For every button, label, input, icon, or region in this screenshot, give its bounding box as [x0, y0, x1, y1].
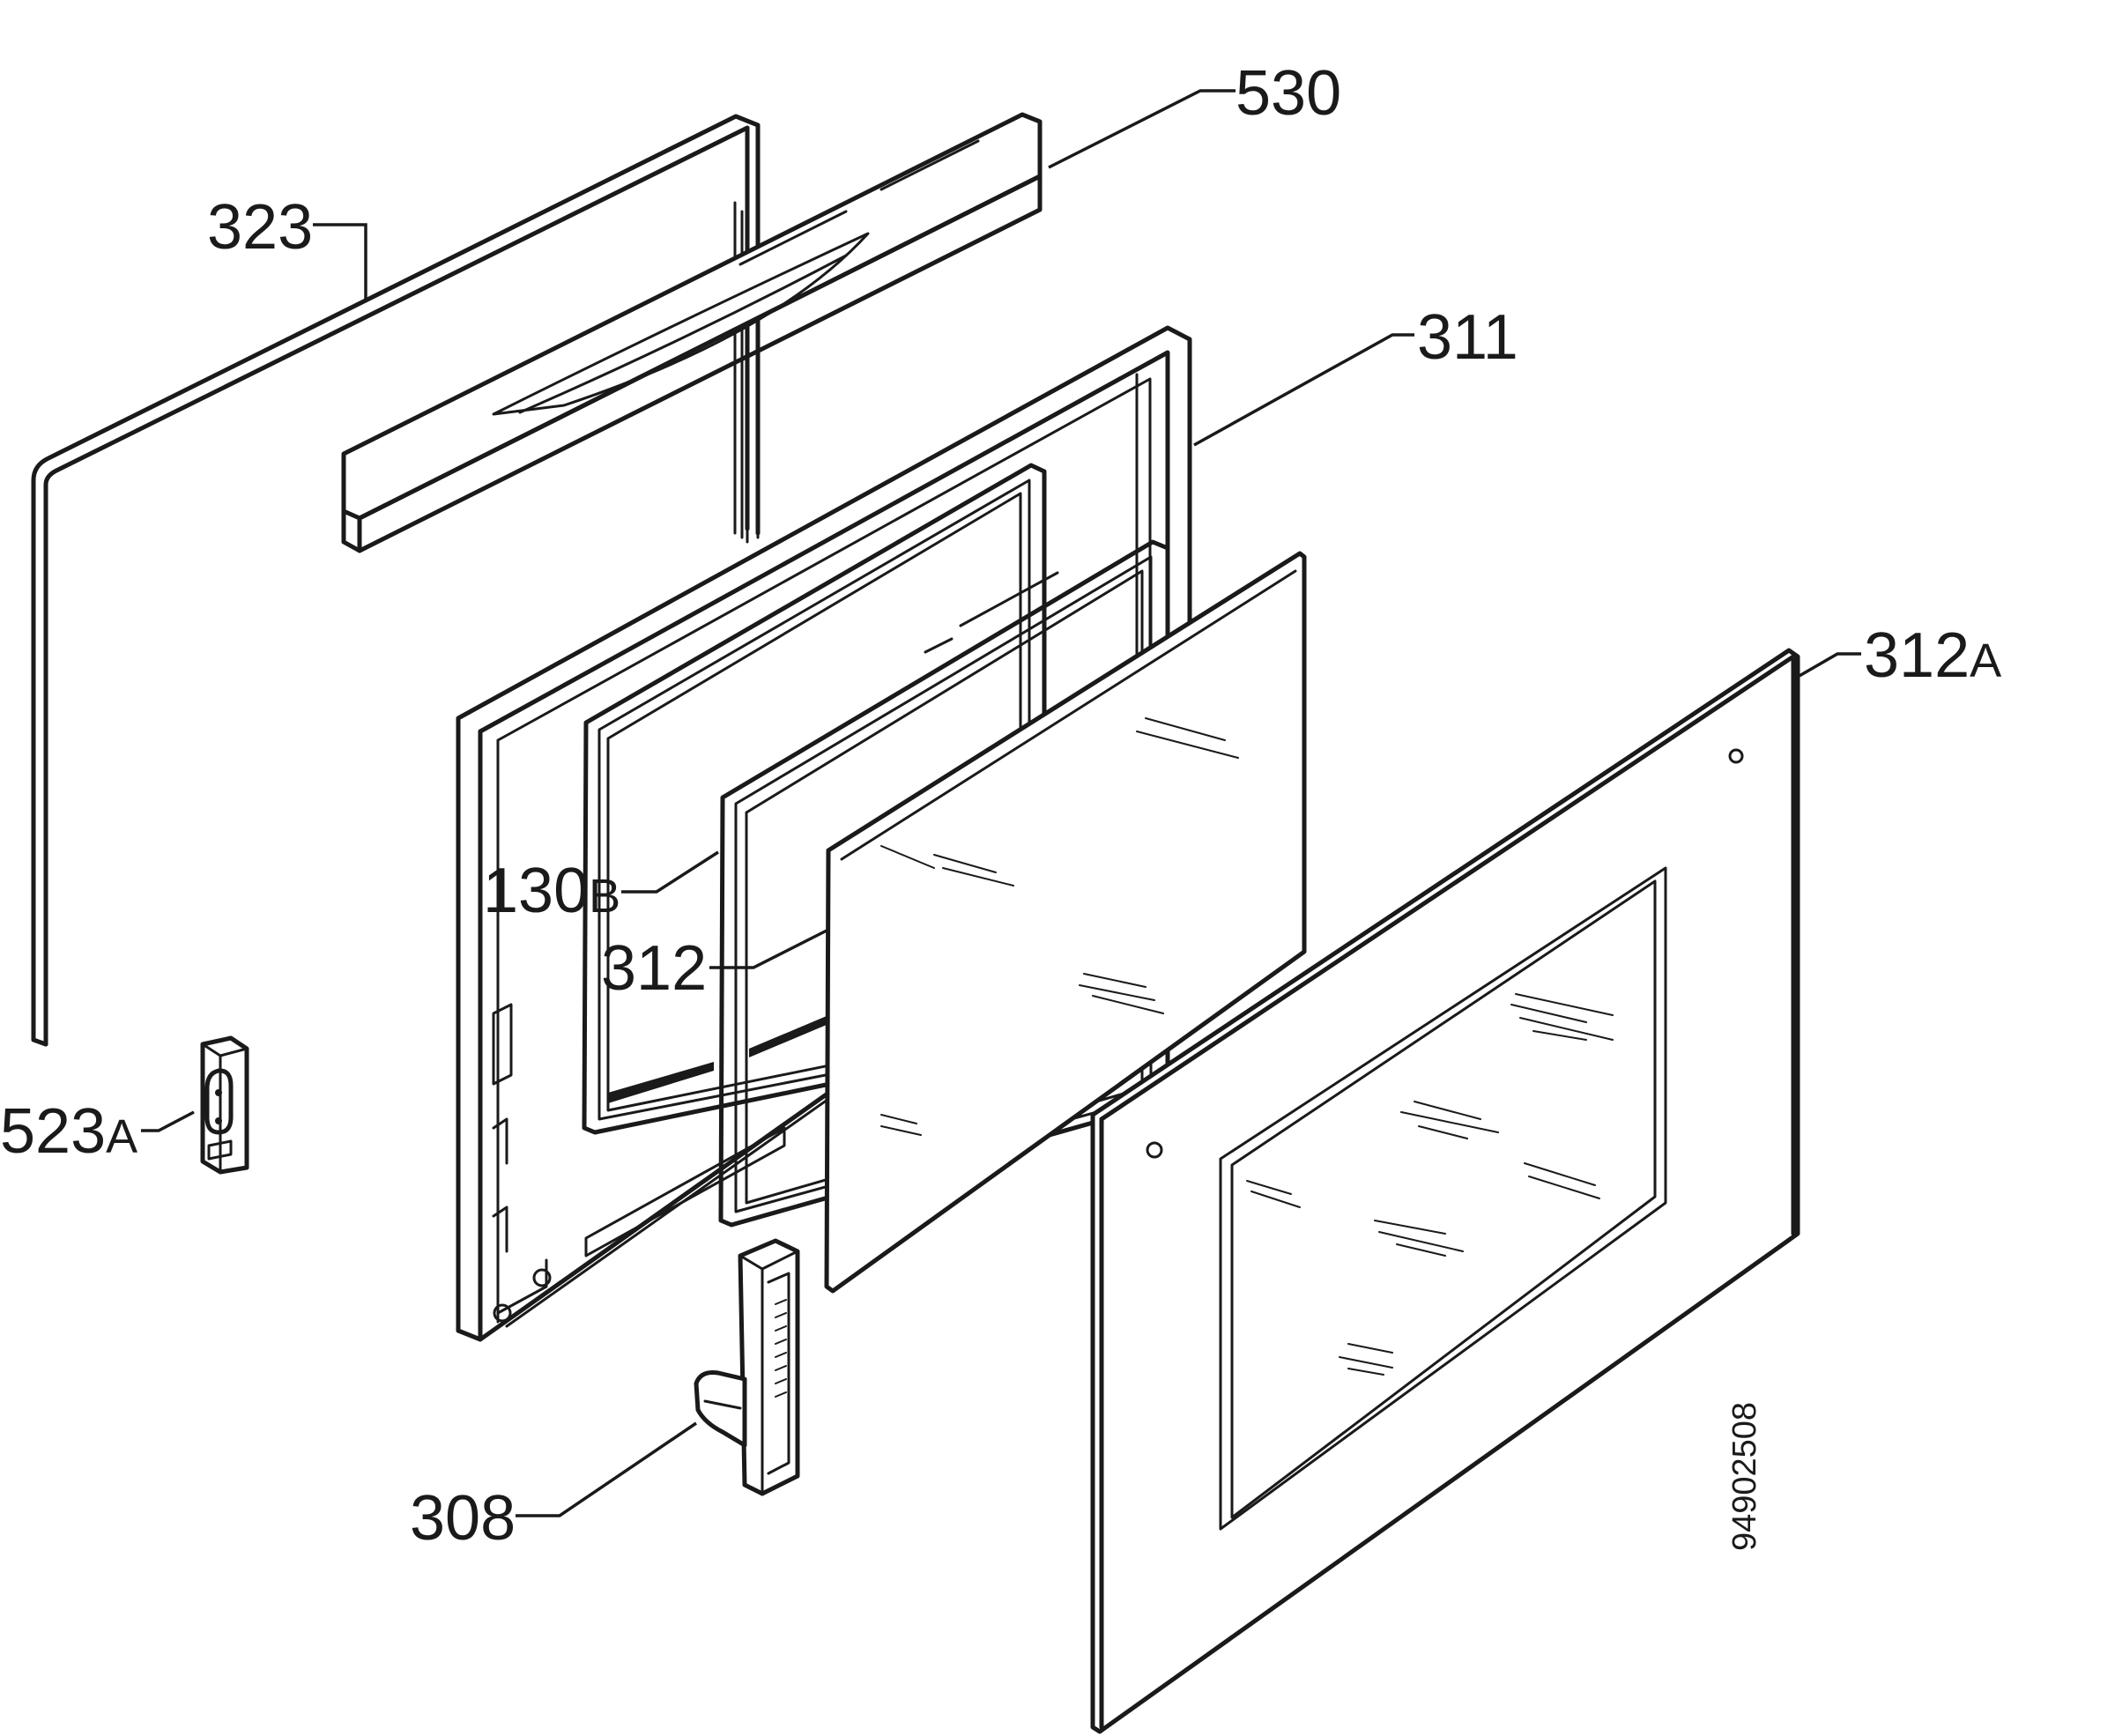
outer-glass-door-312a	[1090, 648, 1800, 1734]
label-523a: 523A	[0, 1096, 137, 1167]
leader-lines	[141, 89, 1861, 1517]
label-130b: 130B	[483, 856, 620, 926]
label-312a: 312A	[1864, 620, 2001, 691]
glass-panel	[824, 551, 1307, 1294]
label-308: 308	[410, 1483, 516, 1554]
hinge-308	[694, 1238, 800, 1496]
label-312: 312	[601, 933, 707, 1004]
handle-strip-530	[341, 112, 1043, 553]
label-311: 311	[1417, 302, 1518, 373]
label-323: 323	[207, 192, 313, 263]
clip-523a	[200, 1035, 249, 1175]
drawing-code: 94902508	[1726, 1402, 1763, 1551]
label-530: 530	[1236, 58, 1341, 129]
